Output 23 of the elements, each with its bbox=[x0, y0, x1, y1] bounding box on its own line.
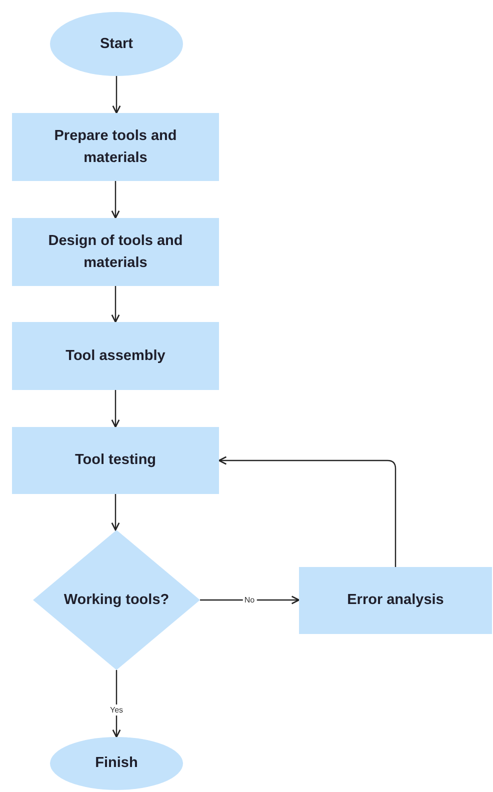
node-label: Tool testing bbox=[74, 451, 158, 470]
node-label: Error analysis bbox=[346, 591, 445, 610]
node-label: Design of tools and materials bbox=[47, 232, 184, 273]
node-label: Prepare tools and materials bbox=[53, 126, 178, 168]
node-label: Finish bbox=[94, 754, 139, 774]
arrow bbox=[112, 76, 121, 114]
arrow bbox=[111, 286, 120, 323]
node-label: Tool assembly bbox=[64, 346, 166, 366]
node-label: Start bbox=[98, 34, 134, 54]
arrow bbox=[112, 670, 121, 738]
process-box bbox=[299, 567, 492, 634]
edge-label: No bbox=[242, 594, 257, 606]
arrow bbox=[111, 494, 120, 531]
process-box bbox=[12, 113, 219, 181]
process-box bbox=[12, 427, 219, 494]
arrow bbox=[200, 596, 300, 604]
process-box bbox=[12, 218, 219, 286]
arrow bbox=[218, 456, 396, 567]
edge-label: Yes bbox=[108, 704, 126, 715]
arrow bbox=[111, 390, 120, 428]
process-box bbox=[12, 322, 219, 390]
arrow bbox=[111, 181, 120, 219]
node-label: Working tools? bbox=[62, 590, 170, 610]
